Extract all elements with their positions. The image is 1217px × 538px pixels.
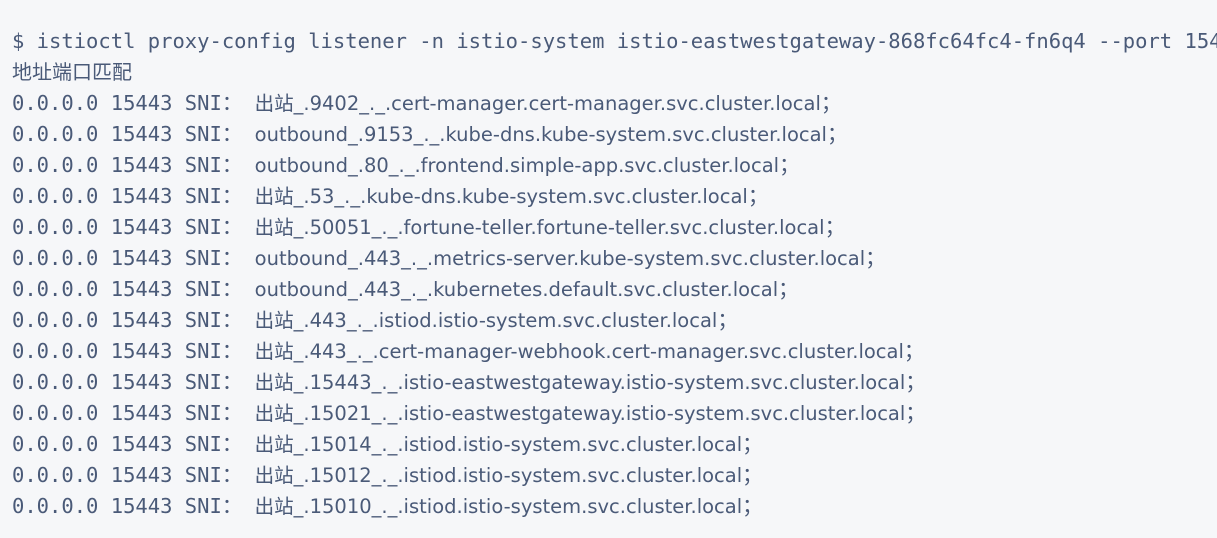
listener-row-sni: outbound_.443_._.metrics-server.kube-sys…	[254, 247, 866, 270]
listener-row-sni: 出站_.15010_._.istiod.istio-system.svc.clu…	[254, 495, 743, 518]
listener-row-label: ：	[221, 184, 255, 208]
listener-row: 0.0.0.0 15443 SNI： 出站_.15014_._.istiod.i…	[0, 429, 1217, 460]
listener-row-prefix: 0.0.0.0 15443 SNI	[12, 432, 222, 456]
listener-row-sni: 出站_.15014_._.istiod.istio-system.svc.clu…	[254, 433, 743, 456]
listener-row-sni: 出站_.443_._.cert-manager-webhook.cert-man…	[254, 340, 904, 363]
listener-row-label: ：	[221, 339, 255, 363]
listener-row-label: ：	[221, 432, 255, 456]
listener-row-terminator: ；	[905, 370, 926, 394]
listener-row-prefix: 0.0.0.0 15443 SNI	[12, 184, 222, 208]
listener-row-terminator: ；	[742, 463, 763, 487]
listener-row: 0.0.0.0 15443 SNI： 出站_.53_._.kube-dns.ku…	[0, 181, 1217, 212]
listener-row-prefix: 0.0.0.0 15443 SNI	[12, 463, 222, 487]
listener-row: 0.0.0.0 15443 SNI： outbound_.80_._.front…	[0, 150, 1217, 181]
listener-row-sni: outbound_.9153_._.kube-dns.kube-system.s…	[254, 123, 827, 146]
listener-row-prefix: 0.0.0.0 15443 SNI	[12, 370, 222, 394]
listener-row-label: ：	[221, 308, 255, 332]
listener-row-label: ：	[221, 494, 255, 518]
listener-row-sni: 出站_.9402_._.cert-manager.cert-manager.sv…	[254, 92, 821, 115]
listener-row-label: ：	[221, 370, 255, 394]
listener-row-terminator: ；	[747, 184, 769, 208]
listener-row-terminator: ；	[778, 277, 799, 301]
listener-row-terminator: ；	[820, 91, 842, 115]
listener-row-terminator: ；	[742, 432, 763, 456]
listener-row: 0.0.0.0 15443 SNI： 出站_.15443_._.istio-ea…	[0, 367, 1217, 398]
listener-row: 0.0.0.0 15443 SNI： outbound_.443_._.metr…	[0, 243, 1217, 274]
listener-row-label: ：	[221, 215, 255, 239]
top-spacer	[0, 0, 1217, 26]
listener-row-label: ：	[221, 246, 255, 270]
listener-row-label: ：	[221, 122, 255, 146]
listener-row: 0.0.0.0 15443 SNI： 出站_.443_._.istiod.ist…	[0, 305, 1217, 336]
listener-row: 0.0.0.0 15443 SNI： outbound_.9153_._.kub…	[0, 119, 1217, 150]
listener-row-prefix: 0.0.0.0 15443 SNI	[12, 215, 222, 239]
listener-row-sni: outbound_.80_._.frontend.simple-app.svc.…	[254, 154, 780, 177]
listener-row-label: ：	[221, 91, 255, 115]
listener-row-sni: 出站_.50051_._.fortune-teller.fortune-tell…	[254, 216, 825, 239]
note-line: 地址端口匹配	[12, 60, 132, 84]
listener-row-label: ：	[221, 277, 255, 301]
listener-row-prefix: 0.0.0.0 15443 SNI	[12, 91, 222, 115]
listener-row-sni: 出站_.443_._.istiod.istio-system.svc.clust…	[254, 309, 718, 332]
listener-row-terminator: ；	[905, 401, 926, 425]
listener-row-terminator: ；	[826, 122, 848, 146]
listener-row-terminator: ；	[865, 246, 886, 270]
listener-row-terminator: ；	[903, 339, 925, 363]
listener-row-prefix: 0.0.0.0 15443 SNI	[12, 308, 222, 332]
listener-row-list: 0.0.0.0 15443 SNI： 出站_.9402_._.cert-mana…	[0, 88, 1217, 522]
listener-row-prefix: 0.0.0.0 15443 SNI	[12, 277, 222, 301]
listener-row: 0.0.0.0 15443 SNI： 出站_.443_._.cert-manag…	[0, 336, 1217, 367]
listener-row: 0.0.0.0 15443 SNI： outbound_.443_._.kube…	[0, 274, 1217, 305]
listener-row: 0.0.0.0 15443 SNI： 出站_.15012_._.istiod.i…	[0, 460, 1217, 491]
listener-row-terminator: ；	[717, 308, 738, 332]
listener-row-prefix: 0.0.0.0 15443 SNI	[12, 339, 222, 363]
listener-row-label: ：	[221, 401, 255, 425]
command-line: $ istioctl proxy-config listener -n isti…	[12, 29, 1217, 53]
listener-row-terminator: ；	[824, 215, 846, 239]
listener-row-sni: 出站_.53_._.kube-dns.kube-system.svc.clust…	[254, 185, 748, 208]
listener-row: 0.0.0.0 15443 SNI： 出站_.50051_._.fortune-…	[0, 212, 1217, 243]
listener-row: 0.0.0.0 15443 SNI： 出站_.15010_._.istiod.i…	[0, 491, 1217, 522]
listener-row-prefix: 0.0.0.0 15443 SNI	[12, 153, 222, 177]
listener-row-sni: 出站_.15021_._.istio-eastwestgateway.istio…	[254, 402, 906, 425]
listener-row-terminator: ；	[742, 494, 763, 518]
listener-row-terminator: ；	[779, 153, 800, 177]
listener-row-sni: 出站_.15012_._.istiod.istio-system.svc.clu…	[254, 464, 743, 487]
listener-row-sni: outbound_.443_._.kubernetes.default.svc.…	[254, 278, 779, 301]
listener-row-label: ：	[221, 463, 255, 487]
listener-row-prefix: 0.0.0.0 15443 SNI	[12, 246, 222, 270]
listener-row-prefix: 0.0.0.0 15443 SNI	[12, 494, 222, 518]
listener-row-label: ：	[221, 153, 255, 177]
listener-row: 0.0.0.0 15443 SNI： 出站_.15021_._.istio-ea…	[0, 398, 1217, 429]
listener-row-prefix: 0.0.0.0 15443 SNI	[12, 401, 222, 425]
listener-row-sni: 出站_.15443_._.istio-eastwestgateway.istio…	[254, 371, 906, 394]
listener-row-prefix: 0.0.0.0 15443 SNI	[12, 122, 222, 146]
listener-row: 0.0.0.0 15443 SNI： 出站_.9402_._.cert-mana…	[0, 88, 1217, 119]
